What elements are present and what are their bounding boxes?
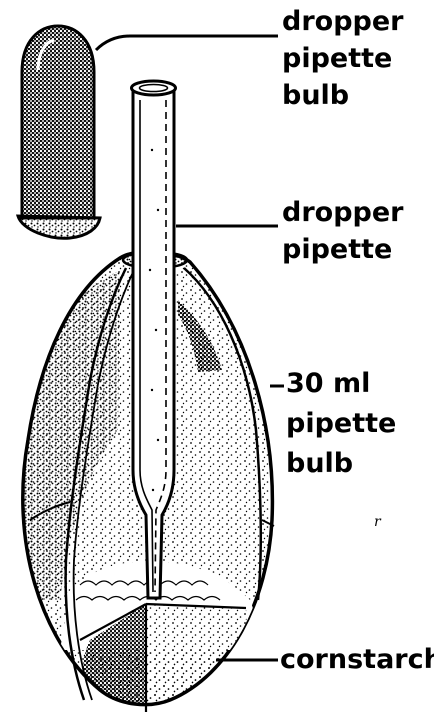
cutaway-light [146, 604, 247, 720]
stray-mark: r [374, 514, 382, 530]
leader-dropper-bulb [96, 36, 278, 50]
label-dropper-pipette-line2: pipette [282, 234, 392, 265]
label-dropper-bulb: dropper pipette bulb [282, 6, 413, 111]
label-dropper-pipette: dropper pipette [282, 197, 413, 265]
label-cornstarch: cornstarch [280, 644, 434, 675]
label-dropper-pipette-line1: dropper [282, 197, 404, 228]
label-dropper-bulb-line1: dropper [282, 6, 404, 37]
dropper-bulb-rim [18, 216, 100, 238]
label-pipette-bulb: 30 ml pipette bulb [286, 368, 406, 479]
label-pipette-bulb-line3: bulb [286, 448, 353, 479]
dropper-bulb [18, 26, 100, 238]
label-dropper-bulb-line3: bulb [282, 80, 349, 111]
label-pipette-bulb-line1: 30 ml [286, 368, 370, 399]
label-dropper-bulb-line2: pipette [282, 43, 392, 74]
label-pipette-bulb-line2: pipette [286, 408, 396, 439]
pipette-rim [132, 81, 176, 95]
dropper-bulb-body [22, 26, 94, 218]
